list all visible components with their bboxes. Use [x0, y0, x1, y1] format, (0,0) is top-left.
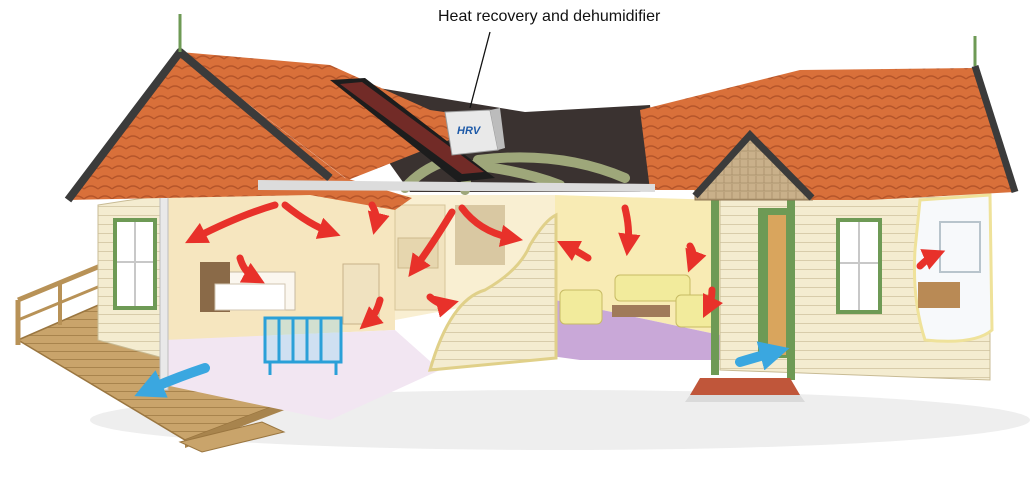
coffee-table	[612, 305, 670, 317]
red-arrow-icon	[685, 242, 707, 273]
red-arrow-icon	[367, 201, 390, 235]
cutaway-wall	[427, 212, 558, 372]
ceiling-edge	[258, 180, 655, 192]
red-arrow-icon	[702, 286, 724, 319]
hrv-logo-text: HRV	[457, 125, 482, 137]
blue-arrow-icon	[134, 363, 210, 398]
warm-airflow-arrows	[185, 201, 946, 330]
red-arrow-icon	[426, 293, 459, 318]
red-arrow-icon	[408, 208, 456, 278]
blue-arrow-icon	[735, 341, 790, 371]
red-arrow-icon	[618, 204, 641, 257]
callout-leader-line	[469, 31, 491, 109]
red-arrow-icon	[458, 204, 524, 247]
hrv-unit-icon: HRV	[444, 108, 505, 156]
porch-post-right	[787, 200, 795, 380]
solar-panel-icon	[330, 78, 495, 182]
red-arrow-icon	[236, 254, 265, 284]
hrv-callout-label: Heat recovery and dehumidifier	[438, 8, 661, 25]
red-arrow-icon	[556, 240, 592, 262]
porch-post-left	[711, 200, 719, 375]
red-arrow-icon	[281, 201, 341, 239]
baby-cot	[263, 316, 343, 375]
red-arrow-icon	[916, 249, 946, 270]
red-arrow-icon	[185, 201, 279, 244]
exhaust-airflow-arrows	[134, 341, 790, 398]
red-arrow-icon	[359, 296, 384, 330]
sofa	[559, 274, 717, 328]
